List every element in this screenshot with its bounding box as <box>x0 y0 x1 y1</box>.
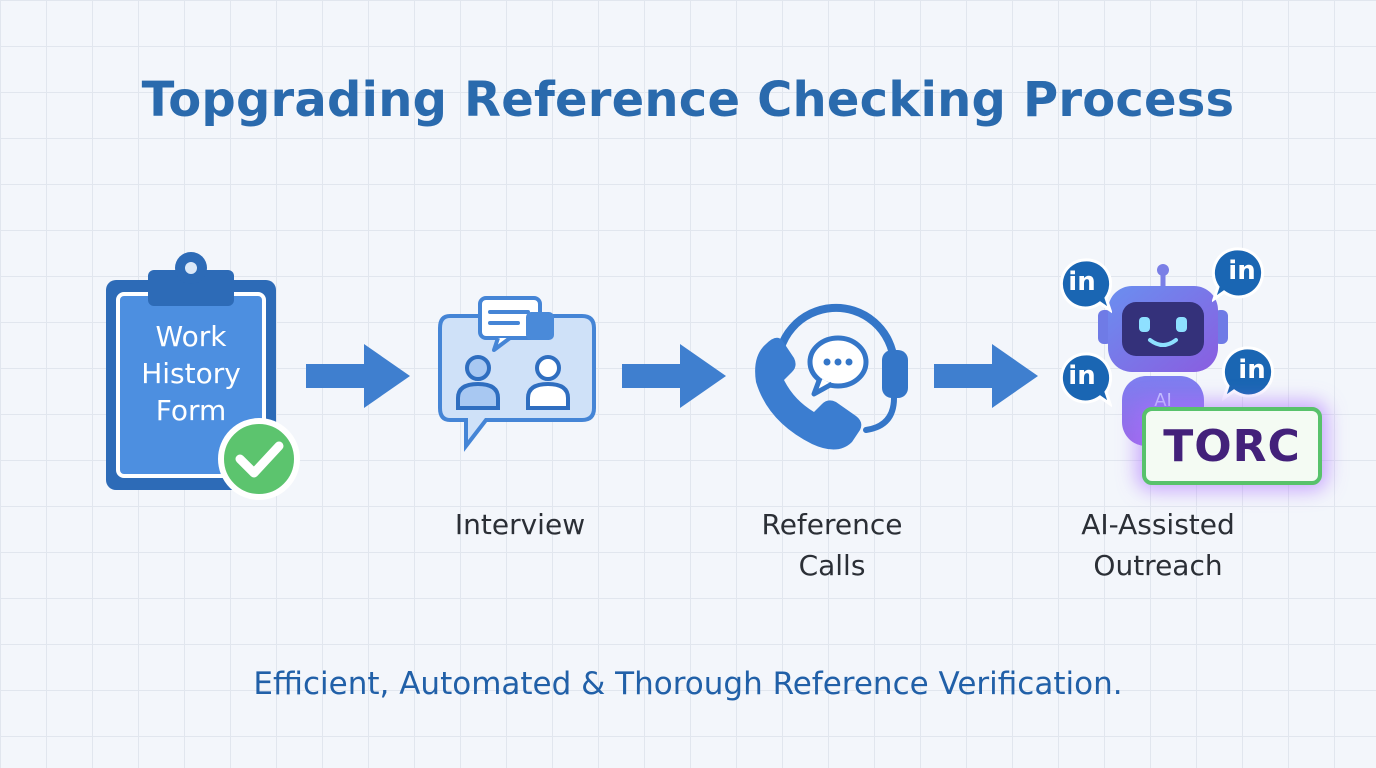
robot-chest-label: AI <box>1154 390 1172 411</box>
step-label-reference-line2: Calls <box>798 549 866 582</box>
interview-chat-icon <box>438 296 596 452</box>
torc-badge-text: TORC <box>1163 420 1301 472</box>
diagram-subtitle: Efficient, Automated & Thorough Referenc… <box>253 666 1123 702</box>
linkedin-icon <box>1212 247 1265 303</box>
linkedin-icon <box>1222 346 1275 402</box>
linkedin-icon <box>1059 352 1112 408</box>
step-label-ai-outreach: AI-Assisted Outreach <box>1038 504 1278 586</box>
linkedin-text: in <box>1228 256 1256 286</box>
diagram-title: Topgrading Reference Checking Process <box>141 72 1235 128</box>
linkedin-icon <box>1059 258 1112 314</box>
step-label-reference-line1: Reference <box>761 508 903 541</box>
form-line-form: Form <box>155 394 227 427</box>
step-label-reference-calls: Reference Calls <box>722 504 942 586</box>
linkedin-text: in <box>1238 355 1266 385</box>
arrow-right-icon <box>622 344 726 408</box>
torc-badge: TORC <box>1142 407 1322 485</box>
arrow-right-icon <box>934 344 1038 408</box>
step-label-ai-line2: Outreach <box>1093 549 1223 582</box>
linkedin-text: in <box>1068 361 1096 391</box>
clipboard-check-icon <box>106 252 300 500</box>
linkedin-text: in <box>1068 267 1096 297</box>
phone-headset-icon <box>755 303 908 450</box>
form-line-work: Work <box>155 320 227 353</box>
form-text: Work History Form <box>120 318 262 429</box>
step-label-ai-line1: AI-Assisted <box>1081 508 1235 541</box>
step-label-interview: Interview <box>454 508 586 541</box>
arrow-right-icon <box>306 344 410 408</box>
form-line-history: History <box>141 357 241 390</box>
